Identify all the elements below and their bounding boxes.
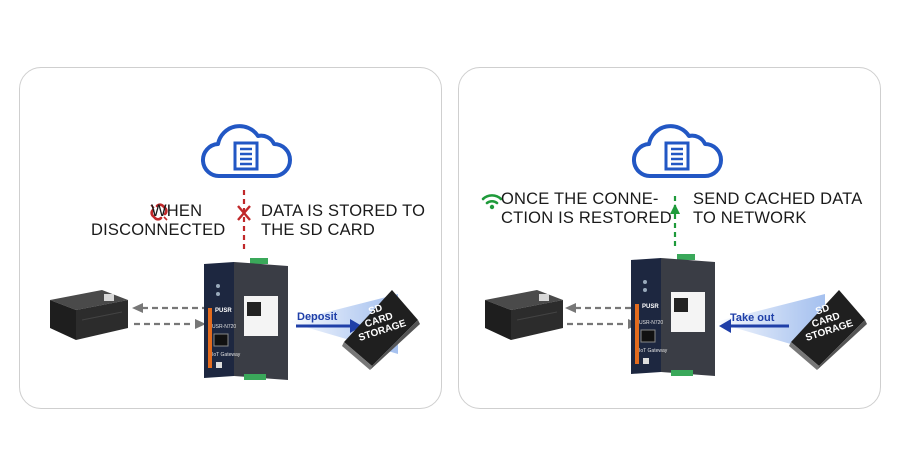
device-model: USR-N720: [639, 320, 664, 326]
data-flow-arrows: [132, 303, 206, 329]
left-status-caption: WHEN DISCONNECTED: [91, 202, 225, 240]
plc-device-image: [485, 290, 563, 340]
wifi-icon: [481, 194, 503, 210]
left-action-line2: THE SD CARD: [261, 221, 376, 239]
left-action-line1: DATA IS STORED TO: [261, 202, 426, 220]
device-brand: PUSR: [642, 304, 659, 310]
gateway-device: PUSR USR-N720 IoT Gateway: [631, 254, 717, 379]
sd-card-image: [342, 290, 420, 370]
device-model: USR-N720: [212, 324, 237, 330]
right-action-line2: TO NETWORK: [693, 209, 807, 227]
right-action-caption: SEND CACHED DATA TO NETWORK: [693, 190, 862, 228]
cloud-server-icon: [201, 124, 292, 179]
device-tagline: IoT Gateway: [639, 348, 668, 354]
plc-device-image: [50, 290, 128, 340]
disconnected-line: [237, 190, 251, 250]
left-status-line2: DISCONNECTED: [91, 221, 226, 239]
data-flow-arrows: [565, 303, 639, 329]
right-panel: ONCE THE CONNE- CTION IS RESTORED SEND C…: [458, 67, 881, 409]
right-action-line1: SEND CACHED DATA: [693, 190, 863, 208]
right-arrow-label: Take out: [730, 312, 775, 324]
connected-line: [670, 196, 680, 250]
gateway-device-image: [204, 258, 288, 380]
right-status-line1: ONCE THE CONNE-: [501, 190, 659, 208]
right-status-caption: ONCE THE CONNE- CTION IS RESTORED: [501, 190, 672, 228]
right-status-line2: CTION IS RESTORED: [501, 209, 672, 227]
gateway-device: PUSR USR-N720 IoT Gateway: [204, 258, 290, 383]
left-arrow-label: Deposit: [297, 311, 338, 323]
gateway-device-image: [631, 254, 715, 376]
sd-card-image: [789, 290, 867, 370]
left-action-caption: DATA IS STORED TO THE SD CARD: [261, 202, 425, 240]
left-panel: WHEN DISCONNECTED DATA IS STORED TO THE …: [19, 67, 442, 409]
device-brand: PUSR: [215, 308, 232, 314]
device-tagline: IoT Gateway: [212, 352, 241, 358]
cloud-server-icon: [632, 124, 723, 179]
left-status-line1: WHEN: [151, 202, 203, 220]
broken-link-icon: [150, 203, 168, 221]
